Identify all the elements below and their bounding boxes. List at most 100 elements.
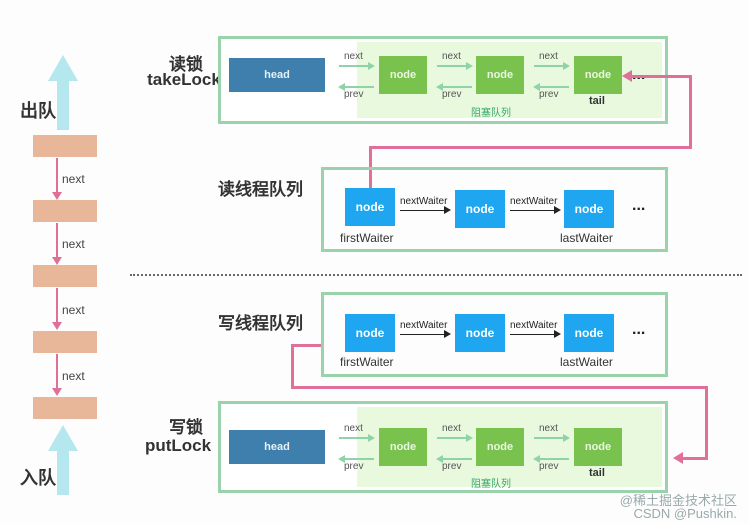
next-link — [437, 65, 467, 67]
queue-node: node — [476, 56, 524, 94]
connector-line — [291, 386, 708, 389]
prev-label: prev — [442, 89, 462, 100]
arrow-right-icon — [554, 206, 561, 214]
arrow-right-icon — [466, 434, 473, 442]
arrow-left-icon — [673, 452, 683, 464]
next-link — [534, 65, 564, 67]
connector-line — [369, 146, 692, 149]
enqueue-label: 入队 — [20, 468, 56, 489]
next-link — [437, 437, 467, 439]
queue-node: node — [476, 428, 524, 466]
prev-link — [539, 458, 569, 460]
tail-label: tail — [589, 95, 605, 107]
arrow-right-icon — [466, 62, 473, 70]
last-waiter-label: lastWaiter — [560, 231, 613, 245]
connector-line — [291, 344, 294, 389]
enqueue-arrow-icon — [48, 425, 78, 495]
blocking-queue-label: 阻塞队列 — [471, 108, 511, 119]
arrow-down-icon — [52, 192, 62, 200]
arrow-right-icon — [563, 62, 570, 70]
waiter-node: node — [345, 188, 395, 226]
queue-node: node — [574, 428, 622, 466]
prev-label: prev — [344, 461, 364, 472]
dequeue-arrow-icon — [48, 55, 78, 130]
connector-line — [705, 386, 708, 460]
arrow-right-icon — [444, 206, 451, 214]
waiter-node: node — [345, 314, 395, 352]
waiter-node: node — [564, 314, 614, 352]
next-label: next — [539, 423, 558, 434]
arrow-left-icon — [533, 83, 540, 91]
watermark-line2: CSDN @Pushkin. — [633, 506, 737, 521]
queue-block — [33, 331, 97, 353]
next-waiter-label: nextWaiter — [400, 196, 448, 207]
queue-block — [33, 200, 97, 222]
arrow-left-icon — [622, 70, 632, 82]
prev-link — [344, 86, 374, 88]
next-label: next — [62, 369, 85, 383]
connector-line — [689, 75, 692, 149]
ellipsis: ... — [632, 321, 646, 338]
prev-link — [442, 86, 472, 88]
prev-label: prev — [539, 461, 559, 472]
ellipsis: ... — [632, 197, 646, 214]
next-label: next — [344, 51, 363, 62]
head-node: head — [229, 430, 325, 464]
arrow-left-icon — [533, 455, 540, 463]
first-waiter-label: firstWaiter — [340, 231, 394, 245]
arrow-left-icon — [338, 455, 345, 463]
next-waiter-link — [400, 210, 446, 211]
next-waiter-label: nextWaiter — [510, 320, 558, 331]
write-lock-label-en: putLock — [144, 436, 212, 455]
next-waiter-label: nextWaiter — [510, 196, 558, 207]
write-thread-queue-frame — [321, 292, 668, 377]
next-label: next — [62, 237, 85, 251]
arrow-left-icon — [436, 83, 443, 91]
next-link — [339, 437, 369, 439]
divider — [130, 274, 742, 276]
arrow-right-icon — [368, 434, 375, 442]
write-lock-label-cn: 写锁 — [169, 418, 203, 438]
next-waiter-link — [510, 210, 556, 211]
arrow-down-icon — [52, 322, 62, 330]
head-node: head — [229, 58, 325, 92]
arrow-right-icon — [368, 62, 375, 70]
last-waiter-label: lastWaiter — [560, 355, 613, 369]
read-lock-label-en: takeLock — [147, 70, 221, 89]
watermark-line1: @稀土掘金技术社区 — [619, 493, 737, 508]
queue-block — [33, 135, 97, 157]
waiter-node: node — [455, 190, 505, 228]
prev-label: prev — [344, 89, 364, 100]
prev-label: prev — [442, 461, 462, 472]
arrow-down-icon — [52, 388, 62, 396]
prev-link — [344, 458, 374, 460]
first-waiter-label: firstWaiter — [340, 355, 394, 369]
next-waiter-link — [400, 334, 446, 335]
prev-link — [539, 86, 569, 88]
queue-block — [33, 265, 97, 287]
next-link — [56, 354, 58, 390]
queue-node: node — [379, 56, 427, 94]
connector-line — [628, 75, 692, 78]
next-label: next — [442, 51, 461, 62]
prev-label: prev — [539, 89, 559, 100]
prev-link — [442, 458, 472, 460]
next-waiter-link — [510, 334, 556, 335]
next-label: next — [62, 172, 85, 186]
ellipsis: ... — [632, 66, 645, 84]
read-thread-queue-title: 读线程队列 — [218, 180, 303, 200]
next-link — [56, 288, 58, 324]
waiter-node: node — [455, 314, 505, 352]
queue-node: node — [574, 56, 622, 94]
arrow-right-icon — [444, 330, 451, 338]
next-link — [56, 223, 58, 259]
read-lock-label-cn: 读锁 — [169, 55, 203, 75]
arrow-right-icon — [563, 434, 570, 442]
connector-line — [291, 344, 321, 347]
connector-line — [681, 457, 708, 460]
tail-label: tail — [589, 467, 605, 479]
waiter-node: node — [564, 190, 614, 228]
queue-block — [33, 397, 97, 419]
read-thread-queue-frame — [321, 167, 668, 252]
arrow-right-icon — [554, 330, 561, 338]
